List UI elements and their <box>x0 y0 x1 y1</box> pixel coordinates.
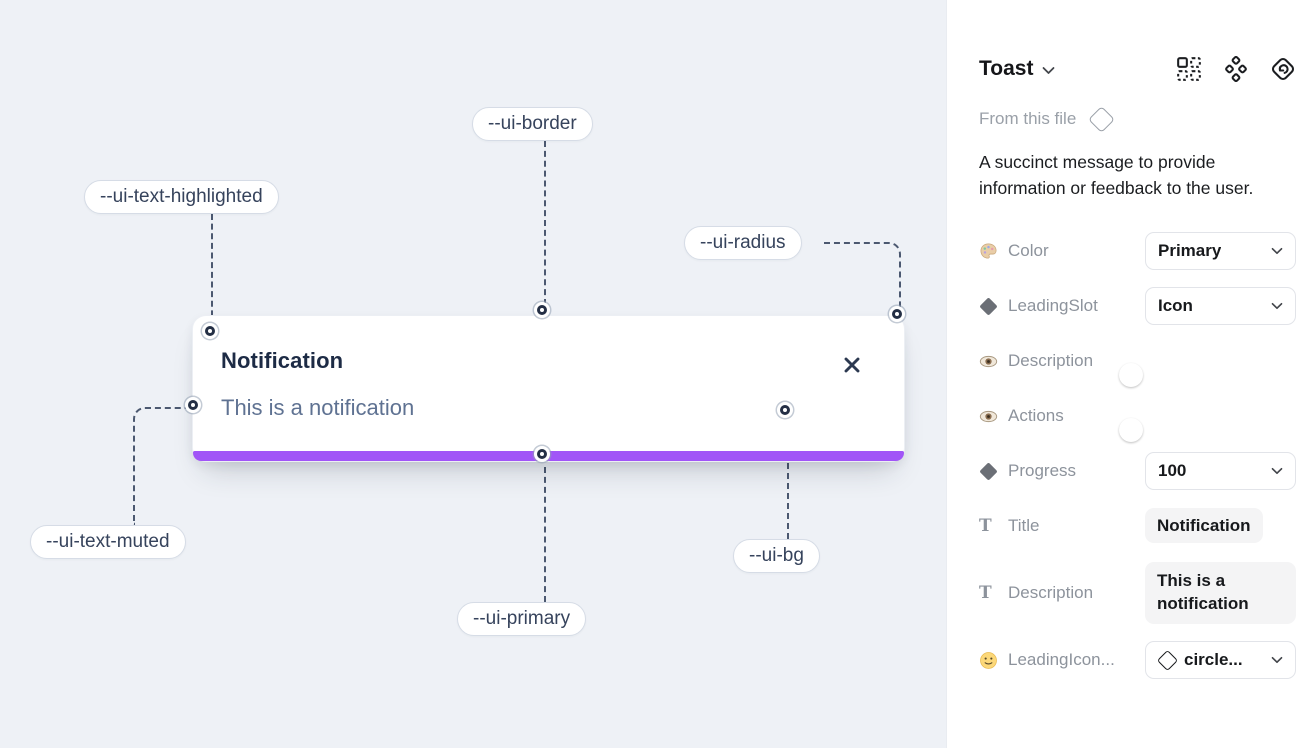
property-label: Actions <box>979 406 1145 426</box>
connector-node-ui-bg <box>780 405 790 415</box>
property-label: Progress <box>979 461 1145 481</box>
connector-line-ui-text-highlighted <box>211 214 213 326</box>
chevron-down-icon[interactable] <box>1042 62 1055 80</box>
connector-line-ui-border <box>544 141 546 305</box>
diamond-icon <box>979 462 998 481</box>
property-row-color: Color Primary <box>979 232 1296 271</box>
chevron-down-icon <box>1271 247 1283 255</box>
source-row: From this file <box>979 105 1296 133</box>
eye-icon <box>979 407 998 426</box>
property-row-title: T Title Notification <box>979 507 1296 545</box>
progress-select[interactable]: 100 <box>1145 452 1296 491</box>
connector-node-ui-text-muted <box>188 400 198 410</box>
eye-icon <box>979 352 998 371</box>
property-label: LeadingSlot <box>979 296 1145 316</box>
property-name: LeadingSlot <box>1008 296 1098 316</box>
leadingslot-select[interactable]: Icon <box>1145 287 1296 326</box>
annotation-ui-text-highlighted: --ui-text-highlighted <box>84 180 279 214</box>
property-row-description-toggle: Description <box>979 342 1296 388</box>
toggle-knob <box>1119 418 1143 443</box>
property-name: LeadingIcon... <box>1008 650 1115 670</box>
chevron-down-icon <box>1271 467 1283 475</box>
toast-close-button[interactable] <box>841 354 863 376</box>
select-value: Icon <box>1158 296 1193 316</box>
property-name: Color <box>1008 241 1049 261</box>
property-label: LeadingIcon... <box>979 650 1145 670</box>
connector-node-ui-primary <box>537 449 547 459</box>
toast-preview: Notification This is a notification <box>192 315 905 462</box>
panel-header: Toast <box>979 56 1296 82</box>
annotation-ui-bg: --ui-bg <box>733 539 820 573</box>
annotation-ui-text-muted: --ui-text-muted <box>30 525 186 559</box>
title-field[interactable]: Notification <box>1145 507 1263 543</box>
property-list: Color Primary LeadingSlot <box>979 232 1296 680</box>
property-name: Description <box>1008 583 1094 603</box>
toast-description: This is a notification <box>221 395 415 420</box>
property-label: Description <box>979 351 1145 371</box>
property-name: Actions <box>1008 406 1064 426</box>
variants-icon[interactable] <box>1223 56 1249 82</box>
component-diamond-icon <box>1088 105 1116 133</box>
text-icon: T <box>979 583 992 604</box>
annotation-ui-radius: --ui-radius <box>684 226 802 260</box>
property-row-leadingslot: LeadingSlot Icon <box>979 287 1296 326</box>
chevron-down-icon <box>1271 656 1283 664</box>
property-row-description-text: T Description This is a notification <box>979 562 1296 625</box>
select-value: 100 <box>1158 461 1187 481</box>
property-label: T Description <box>979 583 1145 603</box>
connector-line-ui-bg <box>787 423 789 539</box>
property-name: Description <box>1008 351 1094 371</box>
property-name: Progress <box>1008 461 1077 481</box>
source-label: From this file <box>979 109 1077 128</box>
select-value: circle... <box>1184 650 1243 670</box>
connector-node-ui-text-highlighted <box>205 326 215 336</box>
component-description: A succinct message to provide informatio… <box>979 152 1254 198</box>
connector-node-ui-radius <box>892 309 902 319</box>
connector-line-ui-radius <box>824 242 901 309</box>
header-icon-group <box>1176 56 1296 82</box>
leadingicon-select[interactable]: circle... <box>1145 641 1296 680</box>
toast-progress-bar <box>193 451 904 461</box>
color-select[interactable]: Primary <box>1145 232 1296 271</box>
text-icon: T <box>979 516 992 537</box>
properties-panel: Toast <box>946 0 1312 748</box>
property-row-progress: Progress 100 <box>979 452 1296 491</box>
diamond-icon <box>979 297 998 316</box>
property-label: T Title <box>979 516 1145 536</box>
annotation-ui-border: --ui-border <box>472 107 593 141</box>
chevron-down-icon <box>1271 302 1283 310</box>
instance-grid-icon[interactable] <box>1176 56 1202 82</box>
select-value: Primary <box>1158 241 1222 261</box>
property-row-actions-toggle: Actions <box>979 397 1296 443</box>
toggle-knob <box>1119 363 1143 388</box>
property-label: Color <box>979 241 1145 261</box>
component-name[interactable]: Toast <box>979 57 1034 80</box>
property-name: Title <box>1008 516 1040 536</box>
description-field[interactable]: This is a notification <box>1145 562 1296 625</box>
design-canvas[interactable]: Notification This is a notification --ui… <box>0 0 946 748</box>
annotation-ui-primary: --ui-primary <box>457 602 587 636</box>
toast-title: Notification <box>221 348 344 373</box>
icon-diamond-glyph <box>1156 649 1179 671</box>
connector-line-ui-primary <box>544 467 546 602</box>
swap-instance-icon[interactable] <box>1270 56 1296 82</box>
property-row-leadingicon: LeadingIcon... circle... <box>979 641 1296 680</box>
connector-line-ui-text-muted <box>133 407 188 525</box>
smiley-icon <box>979 651 998 670</box>
x-icon <box>841 357 863 379</box>
connector-node-ui-border <box>537 305 547 315</box>
palette-icon <box>979 242 998 261</box>
